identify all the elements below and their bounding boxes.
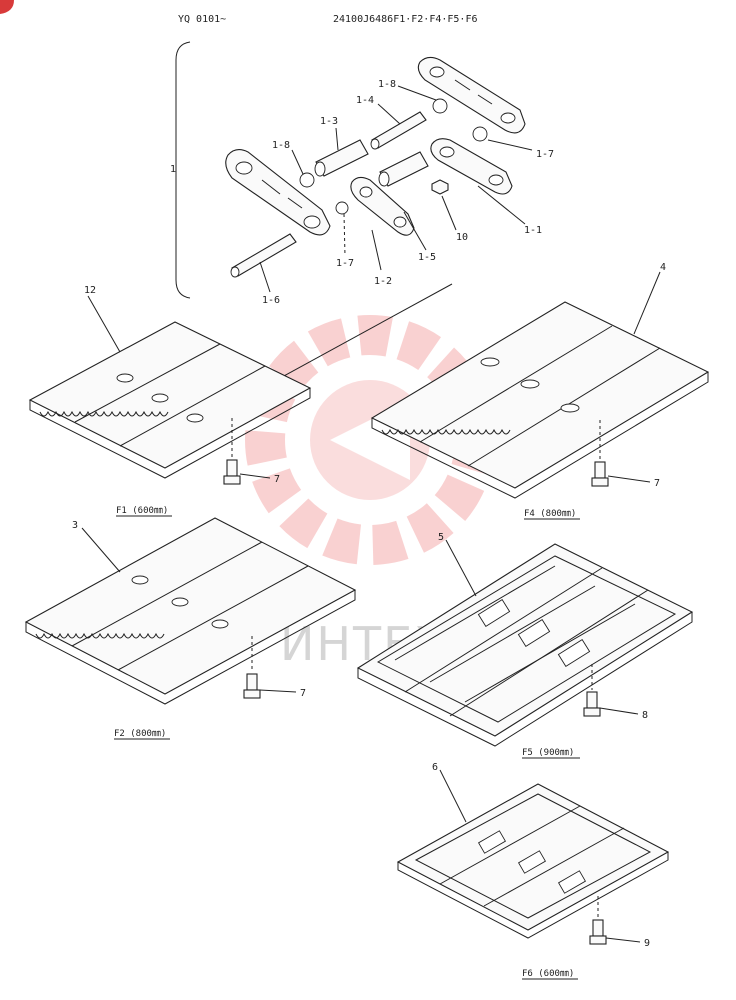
callout-7-f1: 7 [274,474,280,485]
callout-8: 8 [642,710,648,721]
caption-f4: F4 (800㎜) [524,509,576,519]
seal-1-7-left [335,201,349,215]
bolt-7-f2 [243,636,261,699]
pin-1-4 [370,111,427,150]
leader-7-f1 [239,473,271,479]
callout-1-8-upper: 1-8 [378,79,396,90]
callout-7-f2: 7 [300,688,306,699]
shoe-f2 [24,517,357,705]
callout-3: 3 [72,520,78,531]
leader-3 [81,527,121,573]
link-upper-right [417,56,526,134]
callout-10: 10 [456,232,468,243]
callout-1-5: 1-5 [418,252,436,263]
leader-4 [633,271,661,335]
caption-f6: F6 (600㎜) [522,969,574,979]
callout-6: 6 [432,762,438,773]
bolt-7-f1 [223,418,241,485]
seal-1-7-right [472,126,488,142]
link-left [225,149,331,236]
bolt-9-f6 [589,896,607,945]
leader-7-f4 [607,475,651,483]
leader-12 [87,295,121,353]
leader-9 [605,937,641,943]
leader-7-f2 [259,689,297,693]
bolt-7-f4 [591,420,609,487]
serial-range: YQ 0101~ [178,14,226,25]
leader-5 [445,539,477,597]
seal-1-8-upper [432,98,448,114]
shoe-f4 [370,301,710,499]
link-1-2 [350,176,415,236]
callout-1: 1 [170,164,176,175]
callout-1-8-left: 1-8 [272,140,290,151]
track-link-assembly [225,56,533,293]
nut-10 [431,179,449,195]
callout-1-4: 1-4 [356,95,374,106]
bushing-1-5 [378,151,429,187]
callout-12: 12 [84,285,96,296]
link-1-1 [430,138,513,195]
callout-1-1: 1-1 [524,225,542,236]
caption-f2: F2 (800㎜) [114,729,166,739]
callout-9: 9 [644,938,650,949]
shoe-f5 [356,543,694,747]
callout-1-7-left: 1-7 [336,258,354,269]
callout-7-f4: 7 [654,478,660,489]
assembly-bracket [175,41,191,299]
caption-f5: F5 (900㎜) [522,748,574,758]
shoe-f1 [28,321,312,479]
pin-1-6 [230,233,297,278]
seal-1-8-left [299,172,315,188]
callout-1-7-right: 1-7 [536,149,554,160]
shoe-f6 [396,783,670,939]
callout-5: 5 [438,532,444,543]
corner-marker [0,0,14,14]
caption-f1: F1 (600㎜) [116,506,168,516]
leader-6 [439,769,467,823]
callout-1-3: 1-3 [320,116,338,127]
bolt-8-f5 [583,664,601,717]
callout-1-2: 1-2 [374,276,392,287]
callout-4: 4 [660,262,666,273]
leader-8 [599,707,639,715]
part-code: 24100J6486F1·F2·F4·F5·F6 [333,14,478,25]
callout-1-6: 1-6 [262,295,280,306]
bushing-1-3 [314,139,369,177]
